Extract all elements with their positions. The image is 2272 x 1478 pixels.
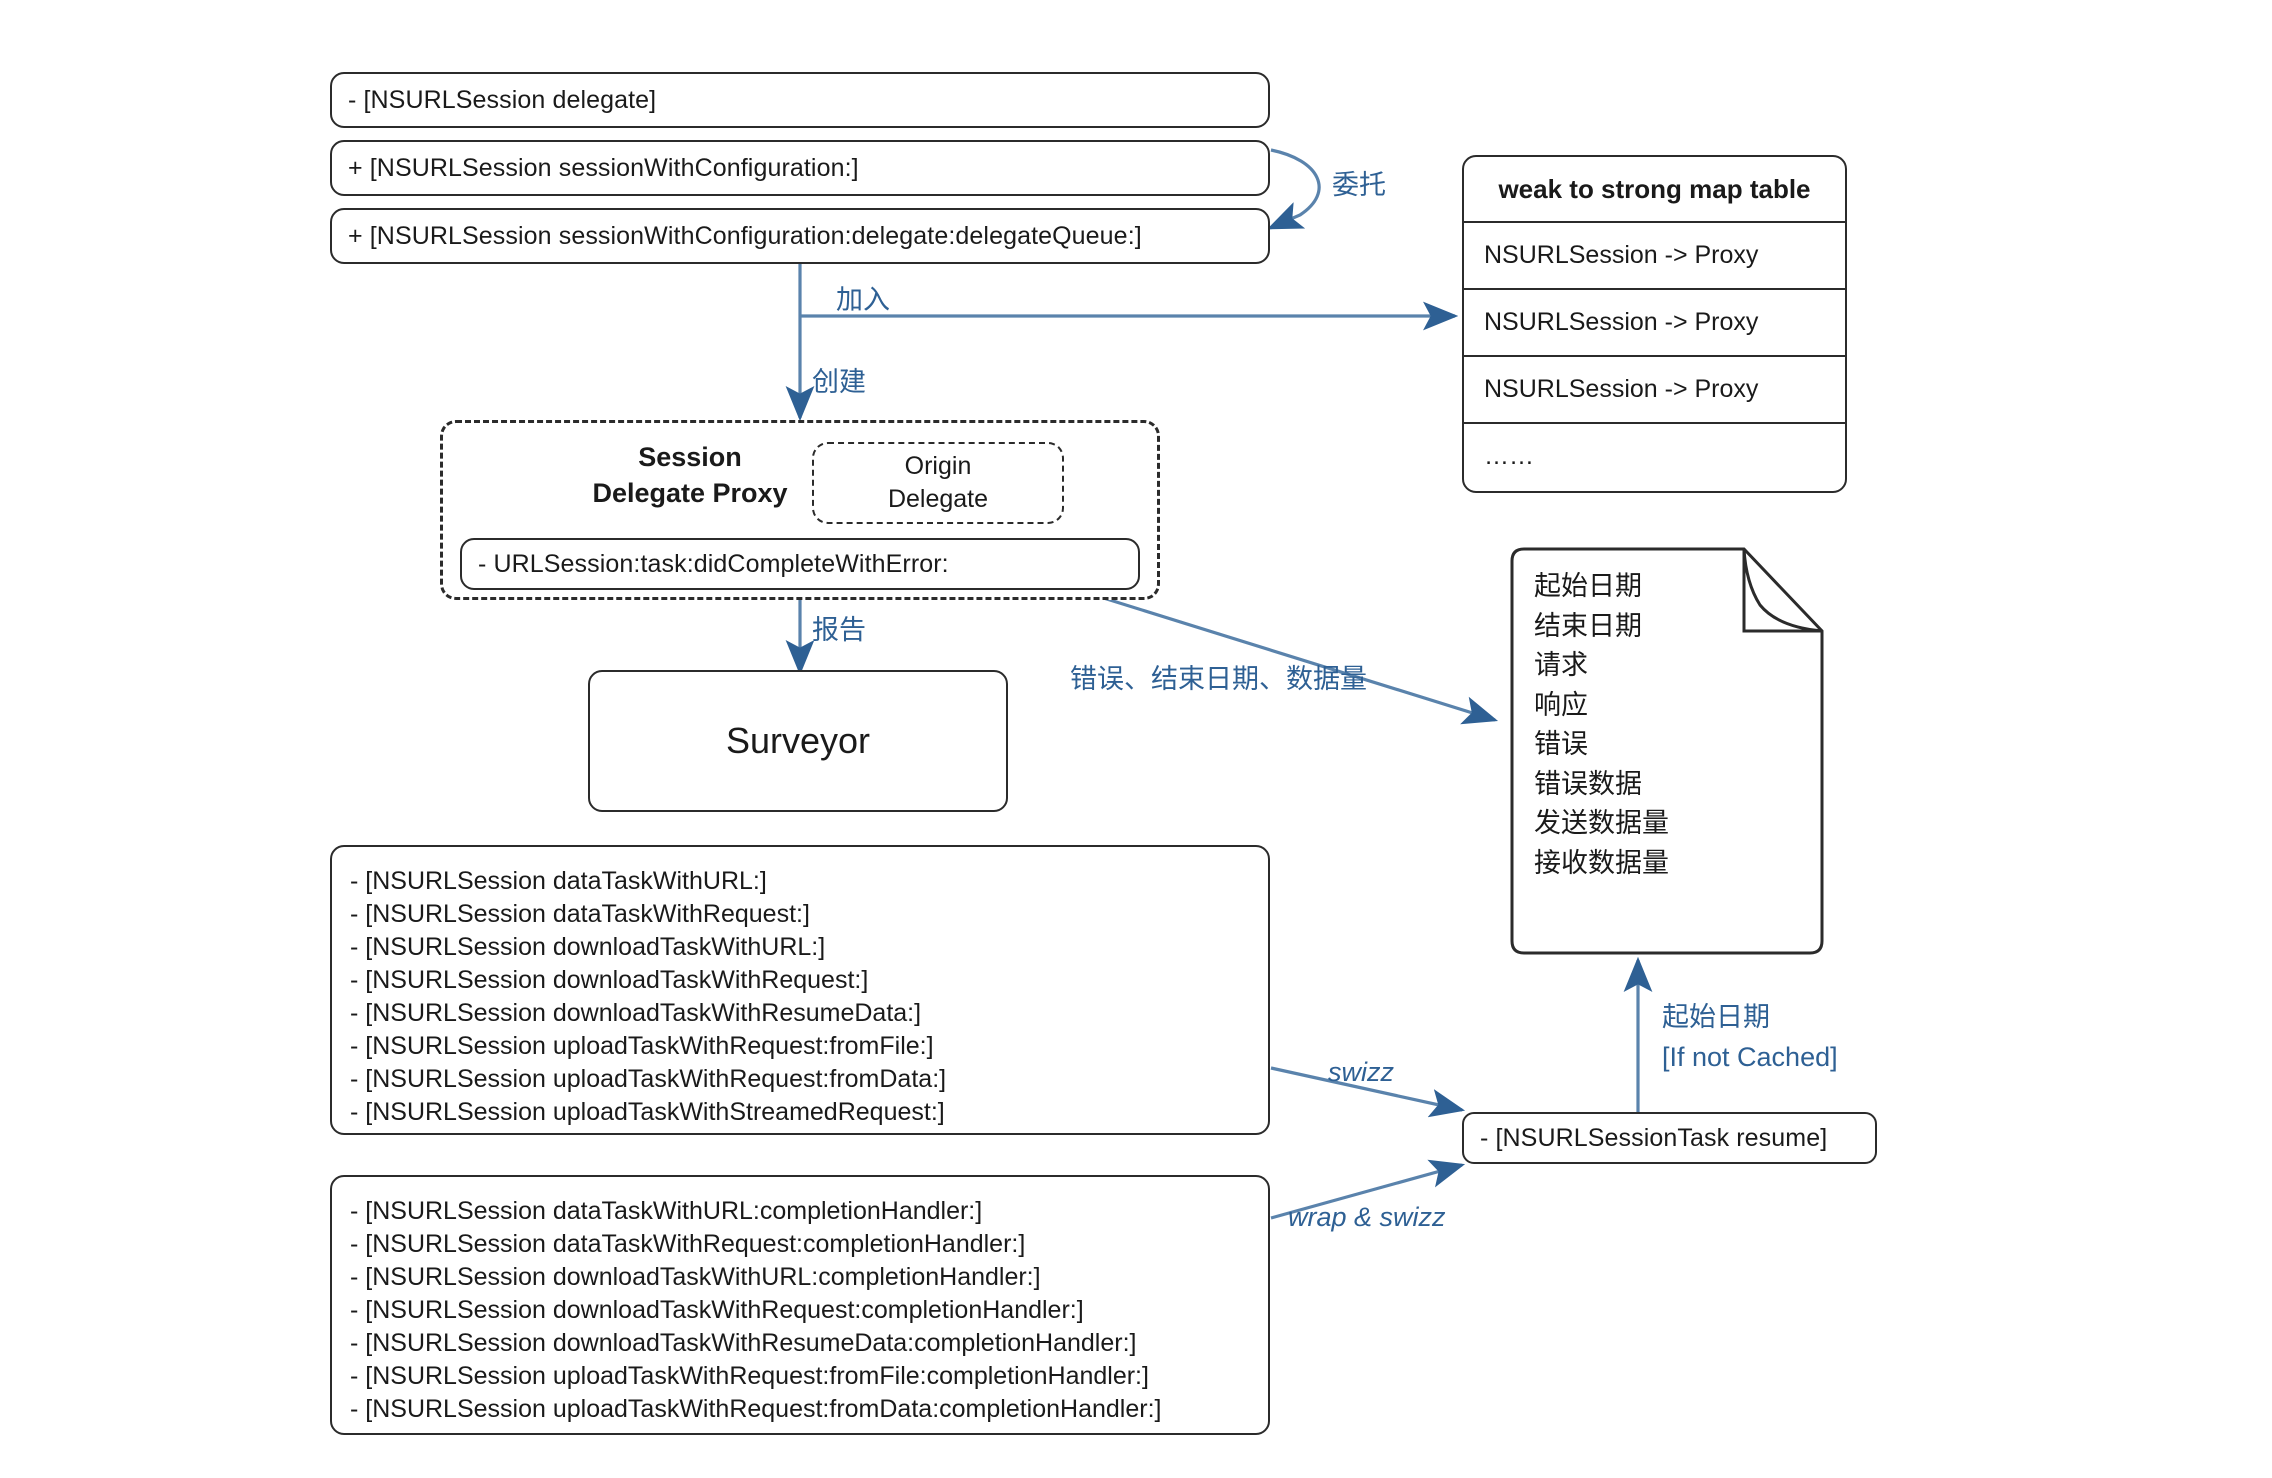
origin-delegate-line1: Origin <box>904 452 972 480</box>
task-methods-box: - [NSURLSession dataTaskWithURL:] - [NSU… <box>330 845 1270 1135</box>
edge-label-wrap-and-swizz: wrap & swizz <box>1288 1202 1446 1232</box>
session-method-box-delegate[interactable]: - [NSURLSession delegate] <box>330 72 1270 128</box>
session-method-label: + [NSURLSession sessionWithConfiguration… <box>348 221 1142 250</box>
origin-delegate-line2: Delegate <box>887 485 989 513</box>
surveyor-box[interactable]: Surveyor <box>588 670 1008 812</box>
list-item: - [NSURLSession downloadTaskWithRequest:… <box>350 1296 1084 1324</box>
resume-method-box[interactable]: - [NSURLSessionTask resume] <box>1462 1112 1877 1164</box>
map-table-header: weak to strong map table <box>1464 157 1845 223</box>
edge-label-start-date: 起始日期 <box>1662 1002 1770 1032</box>
map-table-row-ellipsis: …… <box>1484 442 1534 470</box>
list-item: - [NSURLSession downloadTaskWithResumeDa… <box>350 999 922 1027</box>
session-method-box-session-with-configuration[interactable]: + [NSURLSession sessionWithConfiguration… <box>330 140 1270 196</box>
map-table-row: NSURLSession -> Proxy <box>1464 223 1845 290</box>
list-item: - [NSURLSession uploadTaskWithRequest:fr… <box>350 1032 934 1060</box>
map-table-row: NSURLSession -> Proxy <box>1464 290 1845 357</box>
note-field: 接收数据量 <box>1534 847 1669 878</box>
note-field: 请求 <box>1534 650 1588 680</box>
note-field: 发送数据量 <box>1534 808 1669 838</box>
metrics-note: 起始日期 结束日期 请求 响应 错误 错误数据 发送数据量 接收数据量 <box>1508 545 1826 957</box>
edge-label-join: 加入 <box>836 285 890 315</box>
list-item: - [NSURLSession uploadTaskWithRequest:fr… <box>350 1362 1149 1390</box>
edge-label-error-enddate-datasize: 错误、结束日期、数据量 <box>1070 664 1367 694</box>
list-item: - [NSURLSession dataTaskWithRequest:comp… <box>350 1230 1026 1258</box>
note-field: 起始日期 <box>1534 571 1642 601</box>
note-field: 响应 <box>1534 689 1588 720</box>
session-method-label: - [NSURLSession delegate] <box>348 85 657 114</box>
edge-label-report: 报告 <box>812 615 866 645</box>
edge-label-swizz: swizz <box>1328 1057 1394 1087</box>
origin-delegate-box[interactable]: Origin Delegate <box>812 442 1064 524</box>
list-item: - [NSURLSession downloadTaskWithURL:comp… <box>350 1263 1041 1291</box>
proxy-title-line1: Session <box>638 442 742 472</box>
proxy-method-box-did-complete-with-error[interactable]: - URLSession:task:didCompleteWithError: <box>460 538 1140 590</box>
edge-label-create: 创建 <box>812 367 866 397</box>
surveyor-label: Surveyor <box>725 720 871 761</box>
note-field-list: 起始日期 结束日期 请求 响应 错误 错误数据 发送数据量 接收数据量 <box>1534 567 1669 883</box>
completion-handler-methods-box: - [NSURLSession dataTaskWithURL:completi… <box>330 1175 1270 1435</box>
map-table-row: NSURLSession -> Proxy <box>1464 357 1845 424</box>
session-method-box-session-with-configuration-delegate-queue[interactable]: + [NSURLSession sessionWithConfiguration… <box>330 208 1270 264</box>
list-item: - [NSURLSession dataTaskWithRequest:] <box>350 900 810 928</box>
list-item: - [NSURLSession uploadTaskWithStreamedRe… <box>350 1098 945 1126</box>
proxy-title-line2: Delegate Proxy <box>592 477 788 508</box>
list-item: - [NSURLSession dataTaskWithURL:] <box>350 867 767 895</box>
list-item: - [NSURLSession uploadTaskWithRequest:fr… <box>350 1395 1162 1423</box>
list-item: - [NSURLSession downloadTaskWithURL:] <box>350 933 826 961</box>
note-field: 错误数据 <box>1534 768 1642 799</box>
resume-method-label: - [NSURLSessionTask resume] <box>1480 1123 1828 1152</box>
session-method-label: + [NSURLSession sessionWithConfiguration… <box>348 153 859 182</box>
weak-to-strong-map-table: weak to strong map table NSURLSession ->… <box>1462 155 1847 493</box>
note-field: 错误 <box>1534 729 1588 759</box>
session-delegate-proxy-title: Session Delegate Proxy <box>560 440 820 511</box>
list-item: - [NSURLSession downloadTaskWithResumeDa… <box>350 1329 1137 1357</box>
edge-label-if-not-cached: [If not Cached] <box>1662 1042 1838 1072</box>
proxy-method-label: - URLSession:task:didCompleteWithError: <box>478 549 949 578</box>
edge-label-delegate: 委托 <box>1332 170 1386 200</box>
list-item: - [NSURLSession dataTaskWithURL:completi… <box>350 1197 983 1225</box>
note-shape <box>1510 547 1824 955</box>
list-item: - [NSURLSession uploadTaskWithRequest:fr… <box>350 1065 947 1093</box>
list-item: - [NSURLSession downloadTaskWithRequest:… <box>350 966 869 994</box>
note-field: 结束日期 <box>1534 610 1642 641</box>
